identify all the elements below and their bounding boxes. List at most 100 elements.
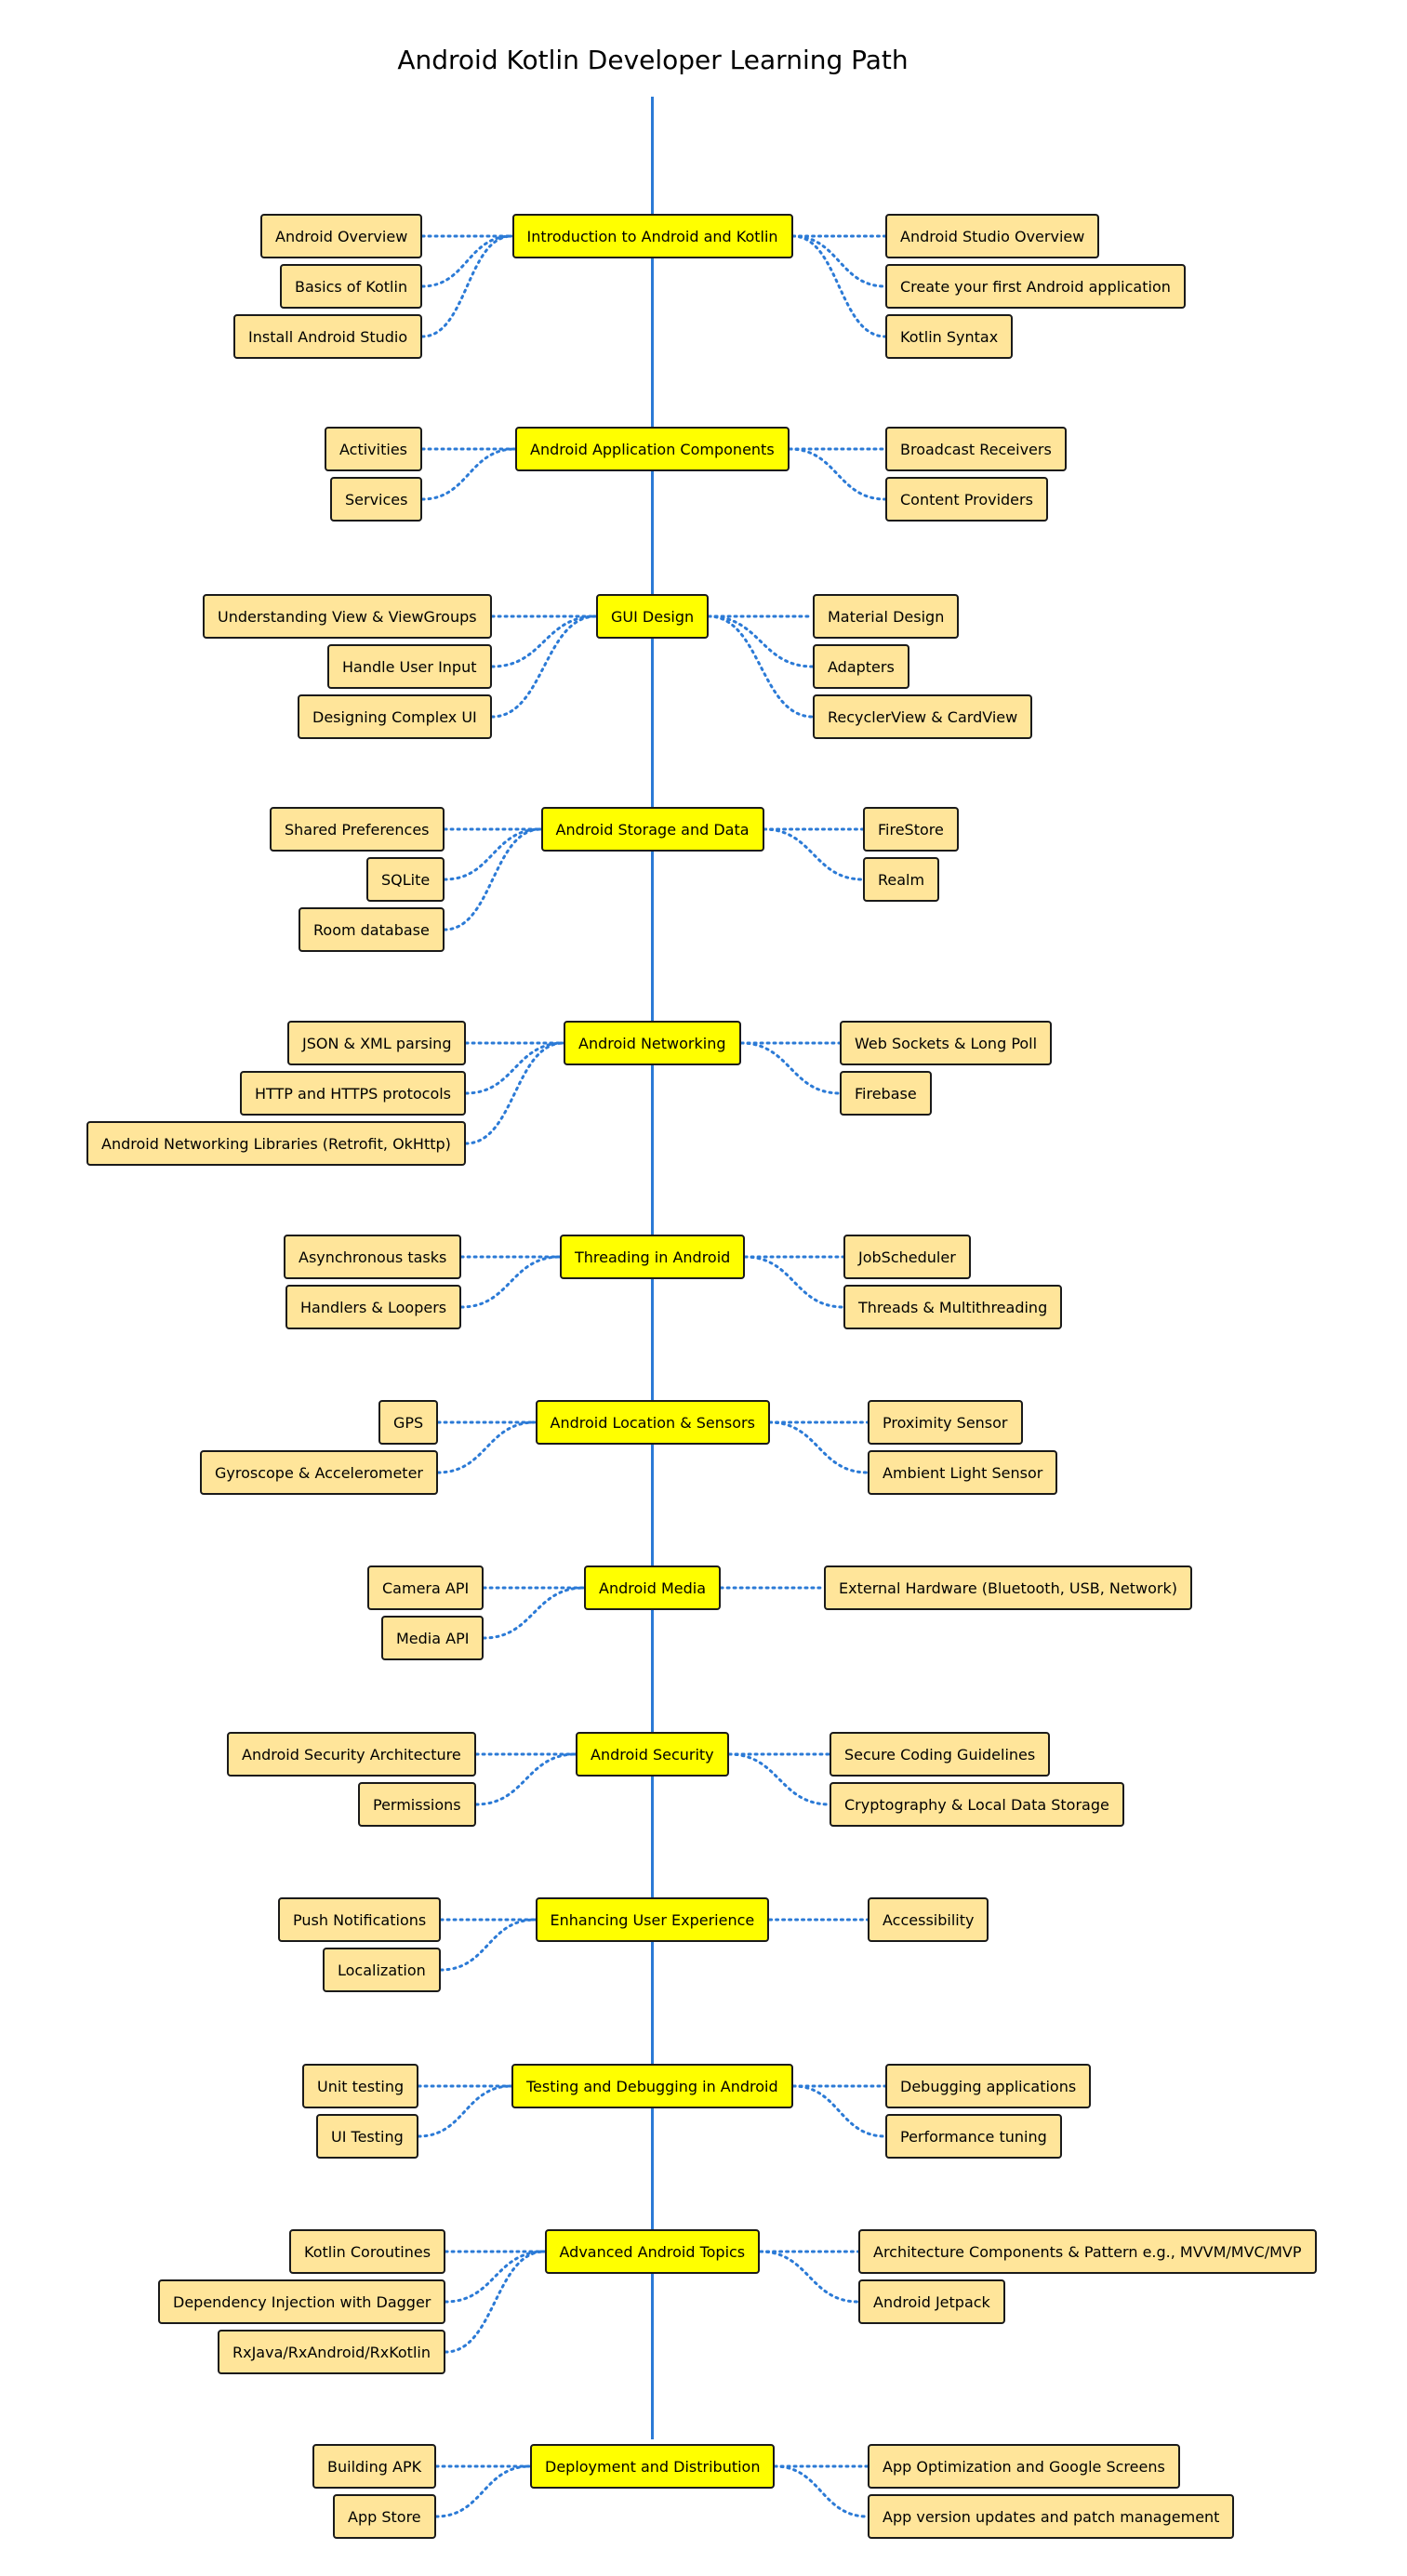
connector-room-database [443, 827, 542, 931]
subtopic-accessibility[interactable]: Accessibility [868, 1897, 989, 1942]
subtopic-firebase-label: Firebase [855, 1084, 917, 1103]
subtopic-ambient-light-sensor[interactable]: Ambient Light Sensor [868, 1450, 1058, 1495]
subtopic-permissions[interactable]: Permissions [358, 1782, 476, 1827]
subtopic-push-notifications[interactable]: Push Notifications [278, 1897, 442, 1942]
subtopic-architecture-components-pattern-e-g-mvvm-mvc-mvp-label: Architecture Components & Pattern e.g., … [873, 2242, 1302, 2261]
subtopic-gyroscope-accelerometer[interactable]: Gyroscope & Accelerometer [200, 1450, 438, 1495]
topic-deployment-and-distribution[interactable]: Deployment and Distribution [530, 2444, 776, 2489]
connector-adapters [707, 614, 815, 668]
subtopic-activities-label: Activities [339, 440, 407, 458]
subtopic-media-api-label: Media API [396, 1629, 470, 1647]
subtopic-broadcast-receivers[interactable]: Broadcast Receivers [885, 427, 1067, 471]
topic-android-application-components-label: Android Application Components [530, 440, 775, 458]
subtopic-content-providers-label: Content Providers [900, 490, 1033, 509]
subtopic-app-optimization-and-google-screens[interactable]: App Optimization and Google Screens [868, 2444, 1180, 2489]
subtopic-recyclerview-cardview-label: RecyclerView & CardView [828, 707, 1018, 726]
subtopic-designing-complex-ui-label: Designing Complex UI [312, 707, 477, 726]
connector-android-jetpack [759, 2250, 860, 2304]
subtopic-android-overview[interactable]: Android Overview [260, 214, 423, 258]
topic-android-media[interactable]: Android Media [584, 1565, 721, 1610]
topic-android-application-components[interactable]: Android Application Components [515, 427, 790, 471]
subtopic-dependency-injection-with-dagger-label: Dependency Injection with Dagger [173, 2292, 431, 2311]
subtopic-understanding-view-viewgroups[interactable]: Understanding View & ViewGroups [203, 594, 492, 639]
subtopic-debugging-applications[interactable]: Debugging applications [885, 2064, 1092, 2108]
subtopic-localization[interactable]: Localization [323, 1948, 441, 1992]
subtopic-threads-multithreading[interactable]: Threads & Multithreading [843, 1285, 1063, 1329]
connector-performance-tuning [791, 2084, 887, 2138]
subtopic-handle-user-input[interactable]: Handle User Input [327, 644, 492, 689]
subtopic-designing-complex-ui[interactable]: Designing Complex UI [298, 694, 492, 739]
subtopic-android-networking-libraries-retrofit-okhttp[interactable]: Android Networking Libraries (Retrofit, … [86, 1121, 466, 1166]
subtopic-sqlite-label: SQLite [381, 870, 431, 889]
topic-android-storage-and-data-label: Android Storage and Data [555, 820, 750, 839]
subtopic-shared-preferences[interactable]: Shared Preferences [270, 807, 445, 852]
subtopic-json-xml-parsing[interactable]: JSON & XML parsing [287, 1021, 467, 1065]
subtopic-content-providers[interactable]: Content Providers [885, 477, 1048, 522]
topic-android-security[interactable]: Android Security [576, 1732, 729, 1777]
subtopic-localization-label: Localization [338, 1961, 426, 1979]
topic-android-networking[interactable]: Android Networking [564, 1021, 741, 1065]
subtopic-proximity-sensor[interactable]: Proximity Sensor [868, 1400, 1023, 1445]
subtopic-kotlin-syntax[interactable]: Kotlin Syntax [885, 314, 1014, 359]
topic-android-location-sensors[interactable]: Android Location & Sensors [535, 1400, 770, 1445]
subtopic-app-version-updates-and-patch-management[interactable]: App version updates and patch management [868, 2494, 1235, 2539]
subtopic-dependency-injection-with-dagger[interactable]: Dependency Injection with Dagger [158, 2279, 446, 2324]
subtopic-rxjava-rxandroid-rxkotlin[interactable]: RxJava/RxAndroid/RxKotlin [218, 2330, 445, 2374]
subtopic-adapters-label: Adapters [828, 657, 895, 676]
subtopic-permissions-label: Permissions [373, 1795, 461, 1814]
subtopic-handlers-loopers-label: Handlers & Loopers [300, 1298, 447, 1316]
subtopic-app-version-updates-and-patch-management-label: App version updates and patch management [883, 2507, 1220, 2526]
subtopic-create-your-first-android-application[interactable]: Create your first Android application [885, 264, 1186, 309]
subtopic-json-xml-parsing-label: JSON & XML parsing [302, 1034, 452, 1052]
subtopic-performance-tuning[interactable]: Performance tuning [885, 2114, 1062, 2159]
subtopic-architecture-components-pattern-e-g-mvvm-mvc-mvp[interactable]: Architecture Components & Pattern e.g., … [858, 2229, 1317, 2274]
subtopic-activities[interactable]: Activities [325, 427, 422, 471]
subtopic-handle-user-input-label: Handle User Input [342, 657, 477, 676]
subtopic-room-database[interactable]: Room database [299, 907, 445, 952]
subtopic-app-store[interactable]: App Store [333, 2494, 436, 2539]
subtopic-android-jetpack[interactable]: Android Jetpack [858, 2279, 1005, 2324]
topic-introduction-to-android-and-kotlin[interactable]: Introduction to Android and Kotlin [511, 214, 793, 258]
subtopic-web-sockets-long-poll[interactable]: Web Sockets & Long Poll [840, 1021, 1053, 1065]
subtopic-building-apk[interactable]: Building APK [312, 2444, 437, 2489]
topic-threading-in-android[interactable]: Threading in Android [560, 1235, 746, 1279]
subtopic-recyclerview-cardview[interactable]: RecyclerView & CardView [813, 694, 1033, 739]
subtopic-rxjava-rxandroid-rxkotlin-label: RxJava/RxAndroid/RxKotlin [232, 2343, 431, 2361]
subtopic-http-and-https-protocols-label: HTTP and HTTPS protocols [255, 1084, 452, 1103]
subtopic-external-hardware-bluetooth-usb-network[interactable]: External Hardware (Bluetooth, USB, Netwo… [824, 1565, 1192, 1610]
topic-advanced-android-topics[interactable]: Advanced Android Topics [544, 2229, 761, 2274]
subtopic-services[interactable]: Services [330, 477, 423, 522]
subtopic-firebase[interactable]: Firebase [840, 1071, 932, 1116]
subtopic-handlers-loopers[interactable]: Handlers & Loopers [285, 1285, 462, 1329]
topic-android-security-label: Android Security [591, 1745, 714, 1764]
topic-enhancing-user-experience[interactable]: Enhancing User Experience [535, 1897, 770, 1942]
subtopic-asynchronous-tasks[interactable]: Asynchronous tasks [284, 1235, 462, 1279]
subtopic-http-and-https-protocols[interactable]: HTTP and HTTPS protocols [240, 1071, 467, 1116]
subtopic-camera-api[interactable]: Camera API [367, 1565, 484, 1610]
subtopic-firestore[interactable]: FireStore [863, 807, 959, 852]
subtopic-adapters[interactable]: Adapters [813, 644, 909, 689]
subtopic-media-api[interactable]: Media API [381, 1616, 484, 1660]
topic-testing-and-debugging-in-android[interactable]: Testing and Debugging in Android [511, 2064, 793, 2108]
subtopic-unit-testing[interactable]: Unit testing [302, 2064, 419, 2108]
topic-android-storage-and-data[interactable]: Android Storage and Data [540, 807, 764, 852]
topic-android-media-label: Android Media [599, 1579, 706, 1597]
subtopic-material-design[interactable]: Material Design [813, 594, 960, 639]
subtopic-cryptography-local-data-storage[interactable]: Cryptography & Local Data Storage [830, 1782, 1124, 1827]
subtopic-gps[interactable]: GPS [378, 1400, 439, 1445]
topic-gui-design[interactable]: GUI Design [596, 594, 710, 639]
subtopic-install-android-studio[interactable]: Install Android Studio [233, 314, 423, 359]
subtopic-realm[interactable]: Realm [863, 857, 940, 902]
subtopic-kotlin-coroutines[interactable]: Kotlin Coroutines [289, 2229, 446, 2274]
subtopic-sqlite[interactable]: SQLite [366, 857, 445, 902]
subtopic-secure-coding-guidelines[interactable]: Secure Coding Guidelines [830, 1732, 1051, 1777]
subtopic-room-database-label: Room database [313, 920, 430, 939]
subtopic-android-studio-overview[interactable]: Android Studio Overview [885, 214, 1100, 258]
connector-permissions [474, 1752, 577, 1806]
subtopic-android-security-architecture[interactable]: Android Security Architecture [227, 1732, 476, 1777]
subtopic-jobscheduler[interactable]: JobScheduler [843, 1235, 971, 1279]
subtopic-basics-of-kotlin[interactable]: Basics of Kotlin [280, 264, 423, 309]
connector-android-networking-libraries-retrofit-okhttp [464, 1041, 565, 1145]
subtopic-shared-preferences-label: Shared Preferences [285, 820, 430, 839]
subtopic-ui-testing[interactable]: UI Testing [316, 2114, 418, 2159]
